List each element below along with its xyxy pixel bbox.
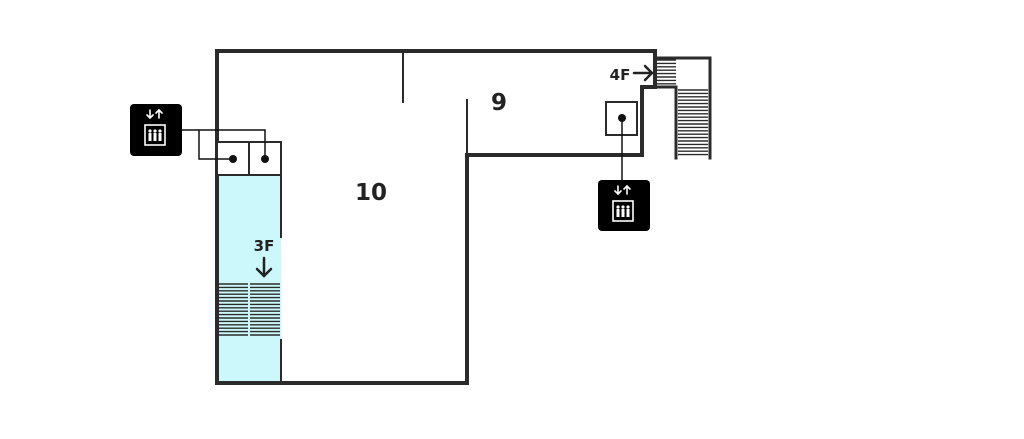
building-outline bbox=[215, 49, 657, 385]
elevator-shafts-left bbox=[181, 129, 282, 176]
interior-walls bbox=[280, 52, 468, 382]
elevator-shaft-right bbox=[605, 101, 638, 181]
stairs-3f-treads bbox=[218, 283, 280, 336]
elevator-icon[interactable] bbox=[130, 104, 182, 156]
room-label-10: 10 bbox=[355, 180, 387, 206]
stairs-4f-walls bbox=[653, 56, 712, 160]
stairs-label-3f: 3F bbox=[254, 237, 275, 255]
room-label-9: 9 bbox=[491, 90, 507, 116]
arrow-down-icon bbox=[255, 256, 273, 278]
arrow-right-icon bbox=[632, 64, 654, 82]
stairs-label-4f: 4F bbox=[610, 66, 631, 84]
stair-area-highlight bbox=[217, 175, 281, 382]
elevator-icon[interactable] bbox=[598, 180, 650, 231]
stairs-4f-treads bbox=[657, 59, 708, 156]
